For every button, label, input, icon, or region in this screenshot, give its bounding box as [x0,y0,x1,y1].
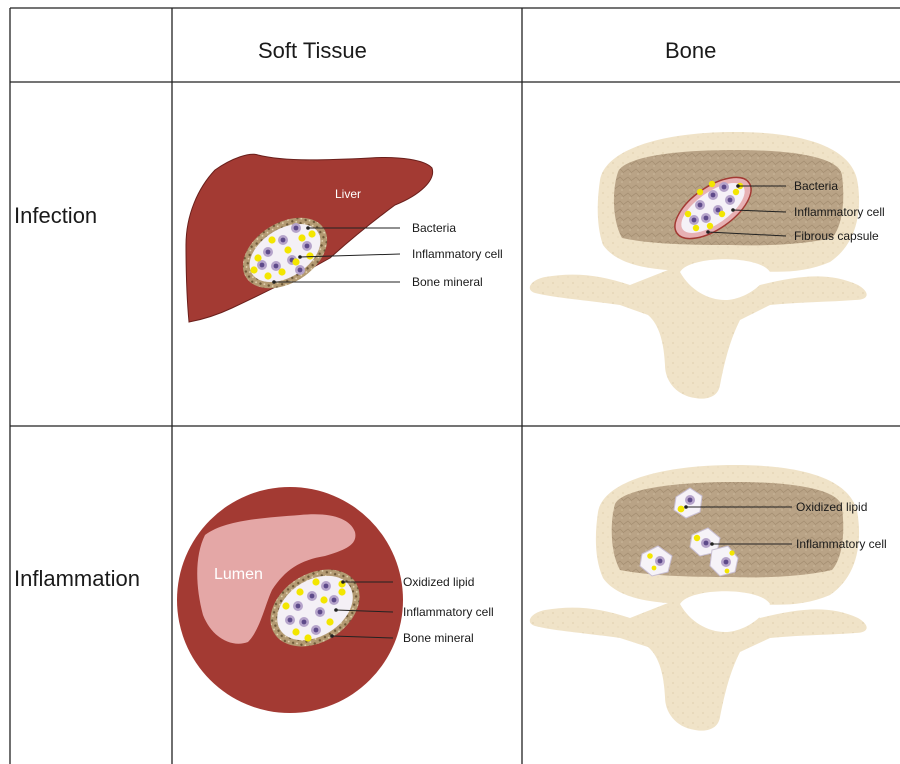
label-inflammatory-cell-bone-2: Inflammatory cell [796,537,887,551]
label-inflammatory-cell-soft-2: Inflammatory cell [403,605,494,619]
label-fibrous-capsule-bone: Fibrous capsule [794,229,879,243]
label-bone-mineral-soft-2: Bone mineral [403,631,474,645]
label-oxidized-lipid-soft: Oxidized lipid [403,575,474,589]
label-inflammatory-cell-soft: Inflammatory cell [412,247,503,261]
label-bacteria-bone: Bacteria [794,179,838,193]
label-bone-mineral-soft: Bone mineral [412,275,483,289]
label-bacteria-soft: Bacteria [412,221,456,235]
label-oxidized-lipid-bone: Oxidized lipid [796,500,867,514]
label-inflammatory-cell-bone: Inflammatory cell [794,205,885,219]
